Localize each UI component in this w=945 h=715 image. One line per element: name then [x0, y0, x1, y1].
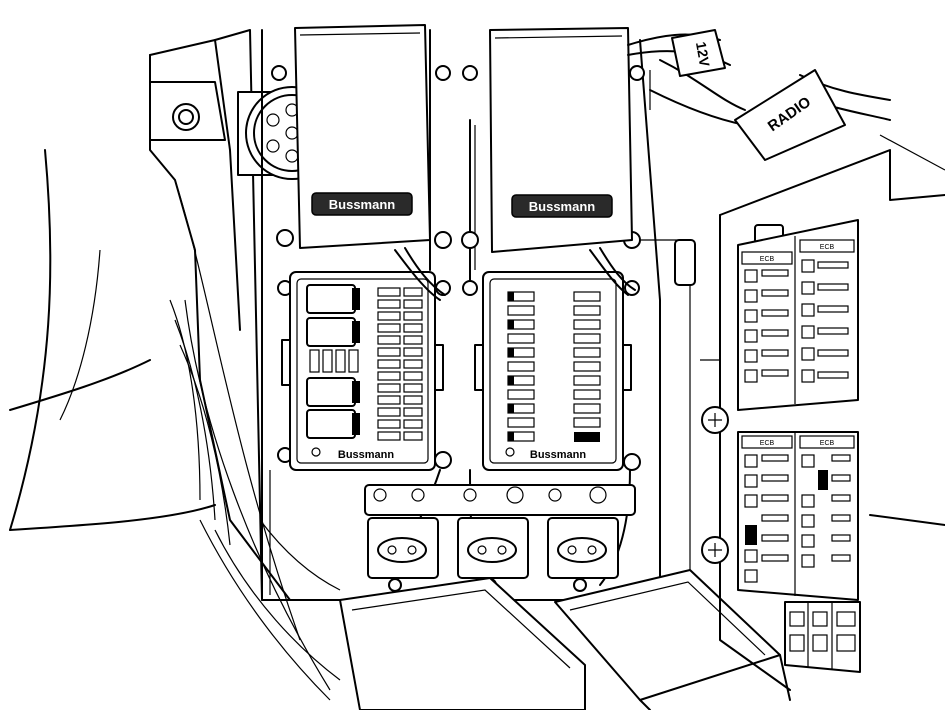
- tag-12v-text: 12V: [693, 40, 713, 68]
- label-panel-lower: ECB ECB: [737, 431, 859, 601]
- relay-cover-left: Bussmann: [294, 24, 431, 249]
- label-panel-upper-header-right: ECB: [820, 244, 835, 251]
- trays: [339, 569, 791, 711]
- fuse-column-right-a: [507, 291, 535, 442]
- tag-radio: RADIO: [734, 69, 846, 161]
- lower-connectors: [364, 484, 636, 592]
- label-panel-bottom: [784, 601, 861, 673]
- bracket: [149, 81, 226, 141]
- label-panel-lower-header-left: ECB: [760, 440, 775, 447]
- brand-label-box-left: Bussmann: [338, 449, 395, 461]
- fuse-column-left-a: [377, 287, 401, 441]
- brand-label-box-right: Bussmann: [530, 449, 587, 461]
- label-panel-lower-header-right: ECB: [820, 440, 835, 447]
- right-panel: [700, 134, 945, 691]
- tag-12v: 12V: [671, 29, 726, 77]
- fuse-box-left: Bussmann: [281, 271, 444, 471]
- relay-cover-right: Bussmann: [489, 27, 633, 253]
- label-panel-upper-header-left: ECB: [760, 256, 775, 263]
- fuse-column-right-b: [573, 291, 601, 442]
- fuse-column-left-b: [403, 287, 423, 441]
- left-body-panel: [9, 29, 341, 701]
- fuse-box-right: Bussmann: [474, 271, 632, 471]
- brand-label-cover-right: Bussmann: [529, 199, 596, 214]
- wires: [394, 33, 891, 586]
- brand-label-cover-left: Bussmann: [329, 197, 396, 212]
- label-panel-upper: ECB ECB: [737, 219, 859, 411]
